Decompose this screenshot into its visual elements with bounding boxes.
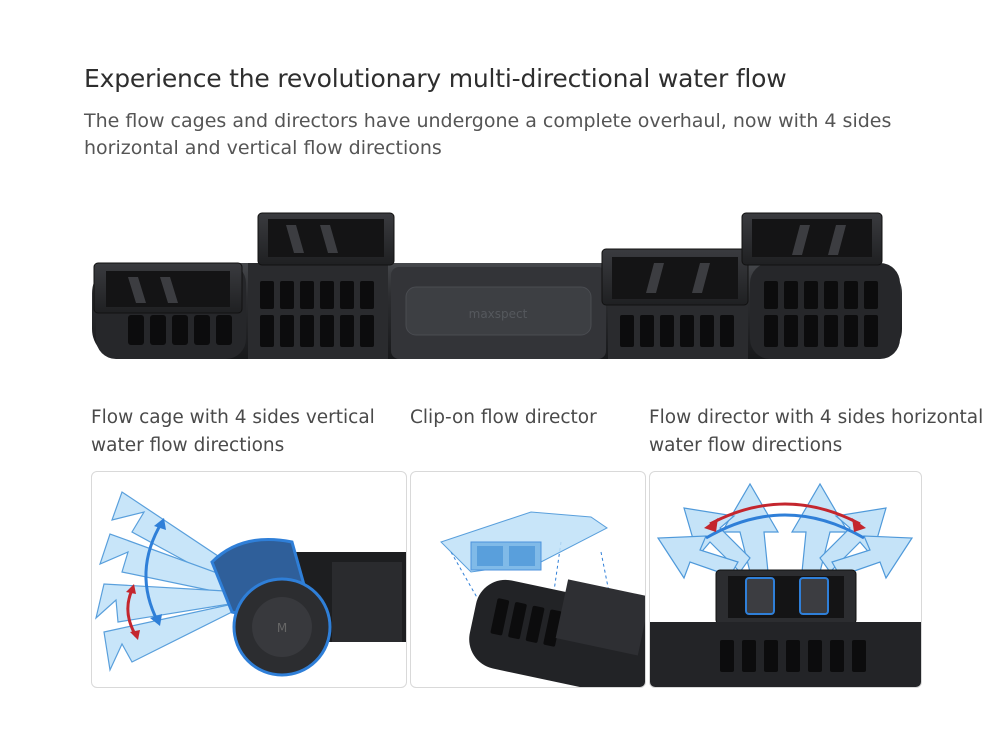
flow-director-horizontal-panel (649, 471, 922, 688)
flow-director-right (741, 212, 883, 266)
page-subtitle: The flow cages and directors have underg… (84, 110, 892, 159)
flow-cage-vertical-panel: M (91, 471, 407, 688)
flow-director-center-left (257, 212, 395, 266)
clip-on-director-panel (410, 471, 646, 688)
feature-caption-1: Flow cage with 4 sides vertical water fl… (91, 407, 375, 456)
feature-caption-2: Clip-on flow director (410, 407, 597, 428)
maxspect-logo: maxspect (469, 307, 528, 321)
flow-director-center-right (601, 248, 749, 306)
page-title: Experience the revolutionary multi-direc… (84, 64, 787, 93)
gyre-pump-image: maxspect (88, 205, 908, 370)
svg-text:M: M (277, 621, 287, 635)
feature-caption-3: Flow director with 4 sides horizontal wa… (649, 407, 984, 456)
flow-director-left (93, 262, 243, 314)
